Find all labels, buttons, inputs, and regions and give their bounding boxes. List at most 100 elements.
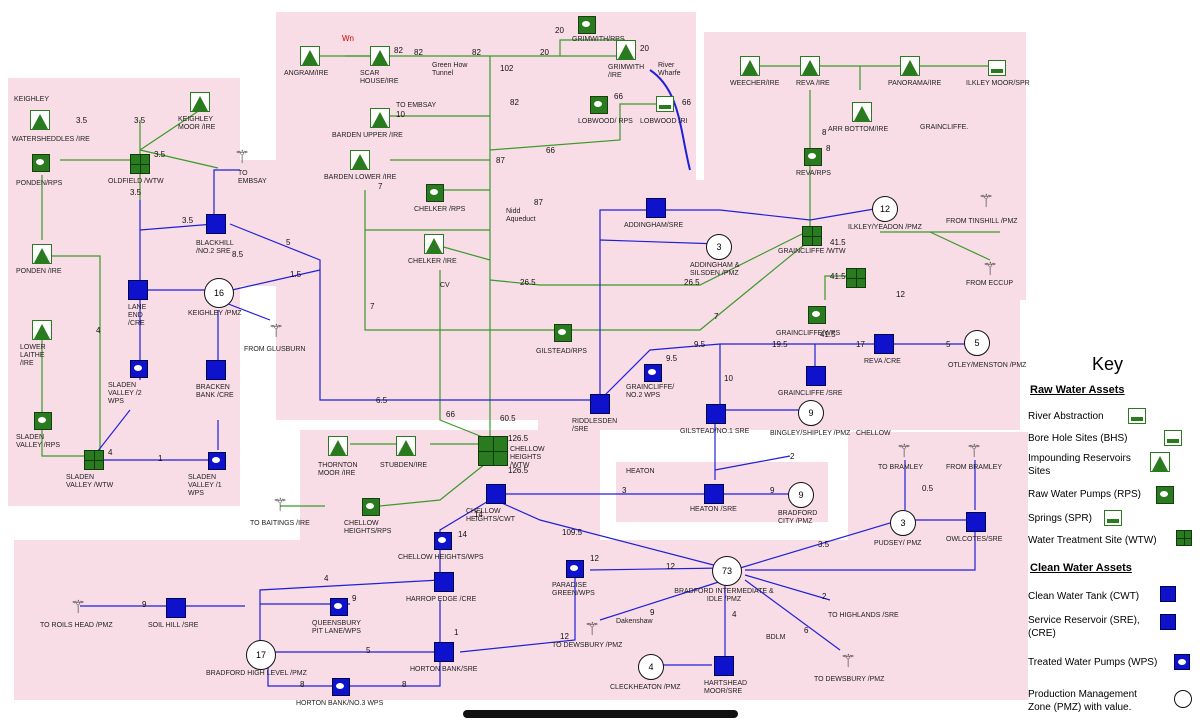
horton-bank-label: HORTON BANK/SRE [410,666,478,673]
graincliffe-wps-icon [808,306,826,324]
bingley-pmz: 9 [798,400,824,426]
dewsbury-mast-1-icon: ⚚ [584,619,601,639]
flow-95a: 9.5 [666,354,678,363]
flow-12d: 12 [560,632,569,641]
chellow-wtw-label: CHELLOW HEIGHTS /WTW [510,446,545,469]
flow-66a: 66 [614,92,623,101]
ponden-rps-label: PONDEN/RPS [16,180,63,187]
grimwith-reservoir-icon [616,40,636,60]
gilstead-no1-label: GILSTEAD/NO.1 SRE [680,428,750,435]
to-dewsbury-1-label: TO DEWSBURY /PMZ [552,642,623,649]
flow-5: 5 [286,238,291,247]
key-impounding: Impounding Reservoirs Sites [1028,453,1131,477]
flow-5b: 5 [946,340,951,349]
key-bhs: Bore Hole Sites (BHS) [1028,433,1128,444]
key-clean-heading: Clean Water Assets [1030,562,1132,574]
green-how-label: Green How Tunnel [432,62,468,77]
eccup-mast-icon: ⚚ [982,259,999,279]
zone-gilstead [538,300,1020,430]
flow-1b: 1 [454,628,459,637]
dakenshaw-label: Dakenshaw [616,618,653,625]
flow-26a: 26.5 [520,278,536,287]
chellow-rps-icon [362,498,380,516]
key-pmz: Production Management Zone (PMZ) with va… [1028,689,1137,713]
to-embsay-top-label: TO EMBSAY [396,102,437,109]
cleckheaton-pmz: 4 [638,654,664,680]
stubden-reservoir-icon [396,436,416,456]
chellow-cwt-label: CHELLOW HEIGHTS/CWT [466,508,515,523]
flow-87b: 87 [534,198,543,207]
river-wharfe-label: River Wharfe [658,62,681,77]
angram-reservoir-icon [300,46,320,66]
bradford-high-label: BRADFORD HIGH LEVEL /PMZ [206,670,307,677]
flow-9b: 9 [352,594,357,603]
chelker-ire-label: CHELKER /IRE [408,258,457,265]
zone-keighley-east [240,160,298,286]
bradford-idle-label: BRADFORD INTERMEDIATE & IDLE /PMZ [674,588,774,603]
paradise-wps-icon [566,560,584,578]
zone-chellow [300,430,600,540]
to-bramley-label: TO BRAMLEY [878,464,923,471]
lobwood-rps-icon [590,96,608,114]
key-rps-icon [1156,486,1174,504]
flow-4b: 4 [108,448,113,457]
horton-no3-wps-icon [332,678,350,696]
from-bramley-label: FROM BRAMLEY [946,464,1003,471]
reva-cre-label: REVA /CRE [864,358,901,365]
key-bhs-icon [1164,430,1182,446]
sladen-2wps-icon [130,360,148,378]
flow-8d: 8 [402,680,407,689]
barden-lower-reservoir-icon [350,150,370,170]
flow-8c: 8 [300,680,305,689]
flow-1a: 1 [158,454,163,463]
flow-102: 102 [500,64,514,73]
flow-10a: 10 [396,110,405,119]
flow-4a: 4 [96,326,101,335]
zone-keighley [8,78,240,506]
flow-35c: 3.5 [154,150,166,159]
flow-35f: 3.5 [818,540,830,549]
chellow-rps-label: CHELLOW HEIGHTS/RPS [344,520,392,535]
oldfield-wtw-icon [130,154,150,174]
gilstead-rps-label: GILSTEAD/RPS [536,348,587,355]
graincliffe-no2-label: GRAINCLIFFE/ NO.2 WPS [626,384,675,399]
key-wtw-icon [1176,530,1192,546]
chelker-rps-icon [426,184,444,202]
flow-66d: 66 [446,410,455,419]
addingham-pmz-label: ADDINGHAM & SILSDEN /PMZ [690,262,740,277]
flow-66c: 66 [546,146,555,155]
flow-4c: 4 [324,574,329,583]
sladen-wtw-label: SLADEN VALLEY /WTW [66,474,114,489]
key-cwt-icon [1160,586,1176,602]
weecher-reservoir-icon [740,56,760,76]
lower-laithe-label: LOWER LAITHE /IRE [20,344,46,367]
graincliffe-wtw-label: GRAINCLIFFE /WTW [778,248,846,255]
flow-2b: 2 [822,592,827,601]
key-impounding-icon [1150,452,1170,472]
sladen-rps-label: SLADEN VALLEY /RPS [16,434,61,449]
heaton-sre-label: HEATON /SRE [690,506,737,513]
barden-lower-label: BARDEN LOWER /IRE [324,174,397,181]
lane-end-label: LANE END /CRE [128,304,147,327]
bradford-city-label: BRADFORD CITY /PMZ [778,510,818,525]
key-springs: Springs (SPR) [1028,513,1092,524]
cv-label: CV [440,282,450,289]
chellow-area-label: CHELLOW [856,430,891,437]
bradford-city-pmz: 9 [788,482,814,508]
horizontal-scrollbar[interactable] [463,710,738,718]
flow-35a: 3.5 [76,116,88,125]
from-glusburn-label: FROM GLUSBURN [244,346,306,353]
ilkley-pmz: 12 [872,196,898,222]
pudsey-label: PUDSEY/ PMZ [874,540,922,547]
chellow-wtw-icon [478,436,508,466]
graincliffe-wtw-2-icon [846,268,866,288]
flow-15: 1.5 [290,270,302,279]
gilstead-no1-sre-icon [706,404,726,424]
bracken-bank-label: BRACKEN BANK /CRE [196,384,234,399]
blackhill-sre-icon [206,214,226,234]
heaton-sre-icon [704,484,724,504]
flow-2a: 2 [790,452,795,461]
flow-7a: 7 [370,302,375,311]
watersheddles-reservoir-icon [30,110,50,130]
